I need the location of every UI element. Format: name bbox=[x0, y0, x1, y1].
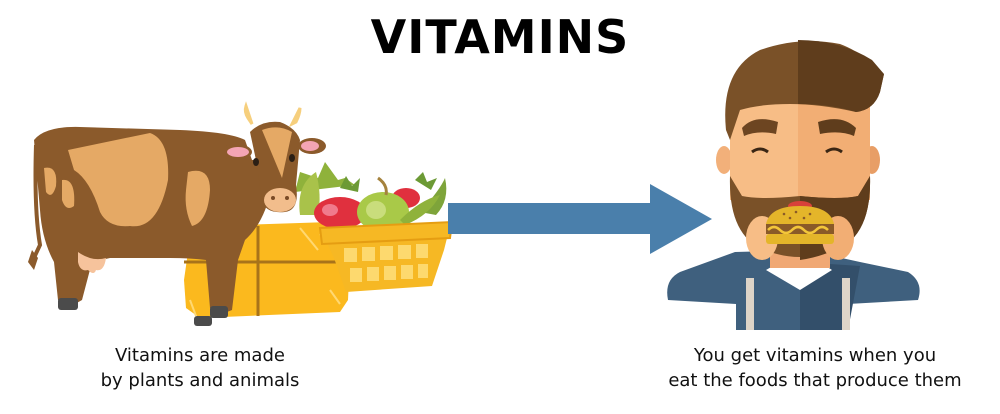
caption-left-line1: Vitamins are made bbox=[115, 345, 285, 366]
caption-eat-foods: You get vitamins when you eat the foods … bbox=[630, 343, 1000, 393]
caption-left-line2: by plants and animals bbox=[100, 370, 300, 391]
arrow-right-icon bbox=[448, 184, 712, 254]
caption-right-line1: You get vitamins when you bbox=[693, 345, 937, 366]
caption-plants-animals: Vitamins are made by plants and animals bbox=[40, 343, 360, 393]
caption-right-line2: eat the foods that produce them bbox=[668, 370, 962, 391]
man-eating-burger-icon bbox=[667, 40, 920, 330]
page-title: VITAMINS bbox=[370, 10, 630, 64]
fruit-basket-icon bbox=[295, 162, 454, 292]
cow-icon bbox=[28, 101, 326, 326]
